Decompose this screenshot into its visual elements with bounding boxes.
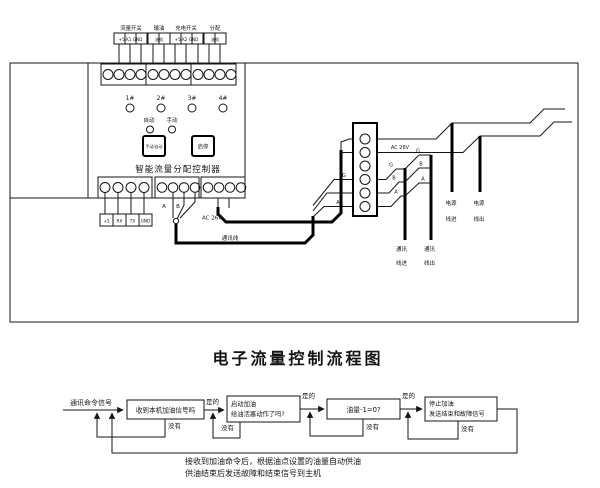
cable-junction-node [172,217,180,225]
no-loop-3: 没有 [306,411,380,437]
comm-in-label-2: 线进 [396,259,408,267]
comm-cell-rx: RX [117,219,123,225]
strip-right2-g-label: G [416,149,420,155]
flow-box-2-line-2: 给油活塞动作了吗? [231,409,285,418]
channel-1-label: 1# [126,95,135,102]
no-loop-1: 没有 [93,412,182,438]
flow-box-stop-refuel [424,396,498,422]
start-label: 通讯命令信号 [70,398,112,407]
block-cells-charge-switch: +5 K2 GND [175,37,199,42]
ac-label-strip: AC 26V [391,145,410,151]
start-stop-button[interactable] [191,135,215,157]
power-wiring: AC 26V 电源 线进 电源 线出 [377,108,572,223]
no-label-1: 没有 [168,421,182,430]
strip-right-b-label: B [392,176,396,182]
comm-out-label-2: 线出 [424,259,435,267]
comm-header-box: +5 RX TX GND [99,192,153,227]
power-out-label-1: 电源 [473,199,485,207]
block-label-dispense: 分配 [210,24,221,32]
wire-b-label: B [176,204,180,210]
block-label-oil-out: 输油 [154,24,165,32]
flow-box-2-line-1: 启动加油 [231,399,256,408]
strip-left-a-label: A [336,200,340,206]
note-line-1: 接收到加油命令后，根据油点设置的油量自动供油 [185,456,361,466]
note-line-2: 供油结束后发送故障和结束信号到主机 [185,468,321,478]
channel-2-label: 2# [157,95,166,102]
flow-box-4-line-2: 发送结束和故障信号 [429,410,485,418]
no-loop-4: 没有 [404,411,475,440]
block-cells-oil-out: 油机 [155,36,164,43]
auto-mode-label: 自动 [143,116,155,124]
strip-left-g-label: G [342,173,346,179]
power-in-label-2: 线进 [445,215,457,223]
yes-label-2: 是的 [302,391,316,400]
comm-cell-tx: TX [129,219,136,225]
wiring-diagram: 流量开关 +5 K1 GND 输油 油机 充电开关 +5 K2 GND 分配 油… [9,24,579,323]
comm-cell-plus5: +5 [103,219,110,225]
ac-label-controller: AC 26V [202,216,222,222]
wire-a-label: A [162,204,166,210]
drawing-frame [9,62,579,323]
comm-in-label-1: 通讯 [396,245,408,253]
strip-right2-a-label: A [421,177,425,183]
mode-button-label: 手动/自动 [146,144,163,149]
channel-3-label: 3# [188,95,197,102]
channel-1-led [125,103,135,113]
no-label-3: 没有 [366,422,380,431]
flow-box-1-text: 收到本机加油信号吗 [136,406,196,415]
block-cells-flow-switch: +5 K1 GND [119,37,143,42]
strip-right-g-label: G [389,163,393,169]
manual-mode-label: 手动 [166,116,178,124]
controller-bottom-terminal-strip [97,176,247,199]
no-label-2: 没有 [221,423,235,432]
controller-front-panel: 1# 2# 3# 4# 自动 手动 手动/自动 启停 智能流量分配控制器 [125,95,228,175]
controller-top-terminal-strip [100,63,237,86]
comm-cell-gnd: GND [141,219,152,225]
flow-box-3-text: 油量-1=0? [347,405,381,414]
ab-comm-junction: A B [162,192,196,225]
strip-right-a-label: A [394,190,398,196]
block-cells-dispense: 油机 [211,36,220,43]
controller-name-label: 智能流量分配控制器 [135,164,221,175]
comm-line-label: 通讯线 [222,234,239,242]
channel-3-led [187,103,197,113]
yes-label-3: 是的 [402,391,416,400]
power-out-label-2: 线出 [473,215,484,223]
flow-box-start-refuel [226,395,301,423]
power-in-label-1: 电源 [445,199,457,207]
top-terminal-blocks: 流量开关 +5 K1 GND 输油 油机 充电开关 +5 K2 GND 分配 油… [113,24,227,69]
manual-mode-led [168,125,176,134]
channel-4-led [218,103,228,113]
flowchart-title: 电子流量控制流程图 [212,349,383,368]
block-label-flow-switch: 流量开关 [120,24,142,32]
yes-label-1: 是的 [206,397,220,406]
channel-4-label: 4# [219,95,228,102]
junction-terminal-strip [352,122,378,217]
no-label-4: 没有 [461,424,475,433]
channel-2-led [156,103,166,113]
flowchart: 电子流量控制流程图 通讯命令信号 收到本机加油信号吗 是的 启动加油 给油活塞动… [63,349,518,478]
comm-out-wiring: G B A G B A 通讯 线进 通讯 线出 [377,149,436,267]
ac-cable: AC 26V [202,138,353,224]
block-label-charge-switch: 充电开关 [175,24,197,32]
strip-right2-b-label: B [419,162,423,168]
auto-mode-led [146,125,154,134]
mode-button[interactable] [142,135,166,157]
flow-box-4-line-1: 停止加油 [429,400,454,408]
no-loop-2: 没有 [209,412,241,439]
start-stop-button-label: 启停 [198,143,209,151]
return-loop [108,408,518,454]
comm-out-label-1: 通讯 [424,245,436,253]
